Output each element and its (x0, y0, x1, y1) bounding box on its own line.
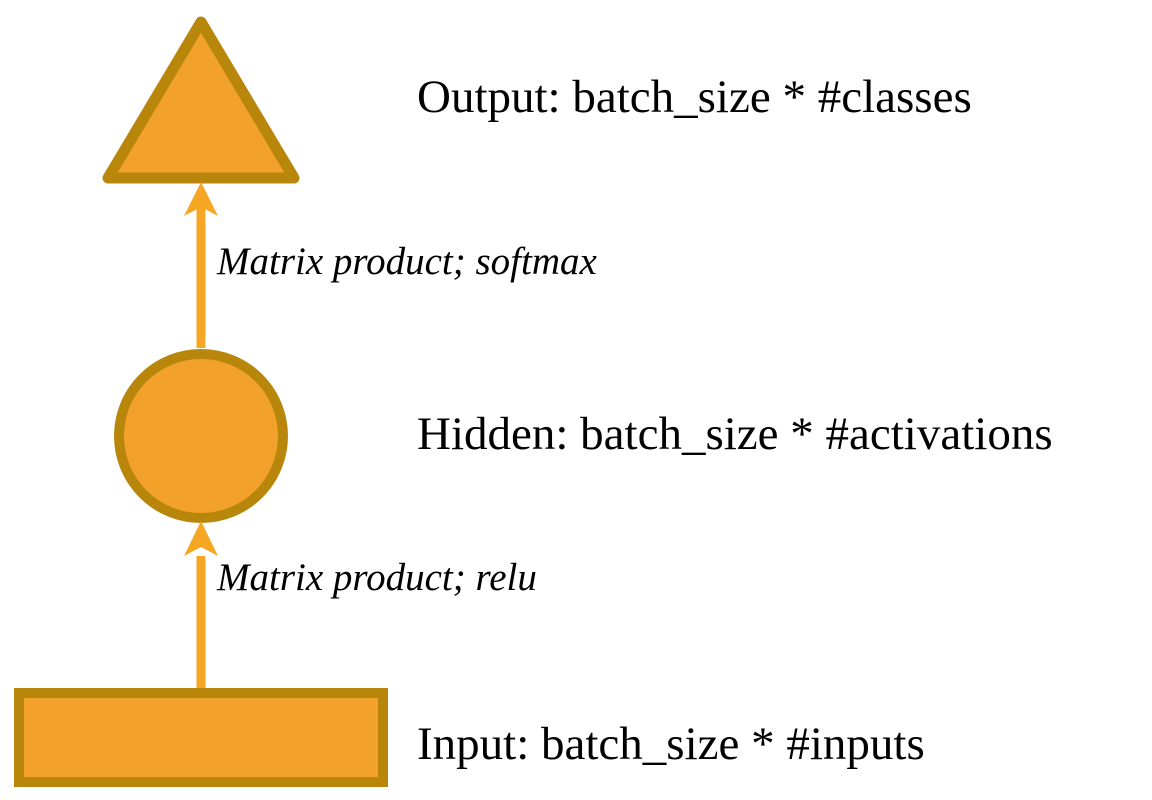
edge-label-relu: Matrix product; relu (217, 556, 537, 599)
input-rectangle-shape[interactable] (14, 688, 388, 787)
hidden-circle-shape[interactable] (114, 349, 288, 523)
edge-label-softmax: Matrix product; softmax (217, 240, 597, 283)
arrow-hidden-to-output[interactable] (184, 182, 218, 348)
input-layer-label: Input: batch_size * #inputs (417, 718, 925, 770)
arrow-input-to-hidden[interactable] (184, 521, 218, 690)
arrow-head (184, 521, 218, 556)
hidden-layer-label: Hidden: batch_size * #activations (417, 408, 1053, 460)
output-layer-label: Output: batch_size * #classes (417, 71, 972, 123)
arrow-head (184, 182, 218, 216)
output-triangle-shape[interactable] (102, 16, 300, 184)
